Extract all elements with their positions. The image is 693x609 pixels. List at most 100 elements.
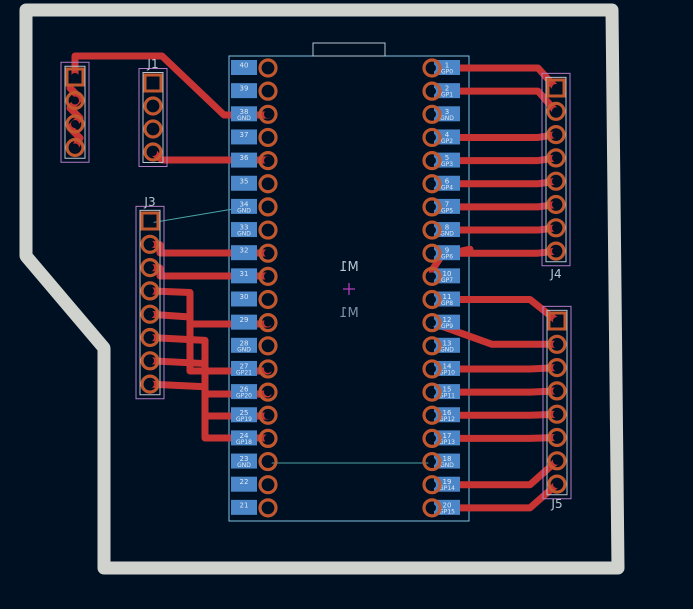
left-pad-label-bg bbox=[231, 106, 257, 122]
right-pad-name: GP4 bbox=[441, 184, 453, 191]
connector-ref: J3 bbox=[143, 195, 155, 209]
module-pad-right-hole bbox=[428, 226, 436, 235]
module-pad-right-hole bbox=[428, 156, 436, 165]
module-pad-left bbox=[258, 475, 278, 495]
module-pad-right bbox=[422, 58, 442, 78]
connector-pad-hole bbox=[71, 73, 79, 81]
copper-trace bbox=[428, 319, 561, 348]
connector-pad bbox=[546, 194, 566, 215]
right-pad-name: GND bbox=[440, 115, 454, 122]
connector-pad bbox=[65, 90, 85, 111]
connector-pad-hole bbox=[149, 148, 157, 156]
connector-pad-hole bbox=[552, 130, 560, 139]
module-pad-right bbox=[422, 81, 442, 101]
right-pad-number: 17 bbox=[443, 432, 452, 440]
copper-trace bbox=[428, 131, 560, 141]
connector-pad-square bbox=[143, 73, 163, 93]
left-pad-number: 23 bbox=[240, 455, 249, 463]
module-pad-right bbox=[422, 428, 442, 448]
connector-ref: J1 bbox=[146, 57, 158, 71]
connector-pad-hole bbox=[149, 102, 157, 110]
module-pad-right-hole bbox=[428, 388, 436, 397]
module-pad-right bbox=[422, 174, 442, 194]
module-pad-left-hole bbox=[264, 156, 272, 165]
connector-courtyard bbox=[135, 205, 165, 400]
right-pad-number: 6 bbox=[445, 177, 450, 185]
module-pad-right-hole bbox=[428, 318, 436, 327]
module-pad-right bbox=[422, 266, 442, 286]
connector-ref: J4 bbox=[549, 267, 561, 281]
connector-pad-hole bbox=[553, 386, 561, 395]
left-pad-label-bg bbox=[231, 291, 257, 307]
connector-pad-hole bbox=[552, 84, 560, 92]
connector-pad-hole bbox=[149, 79, 157, 87]
module-pad-left-hole bbox=[264, 318, 272, 327]
module-pad-left-hole bbox=[264, 179, 272, 188]
module-pad-left-hole bbox=[264, 226, 272, 235]
connector-pad-hole bbox=[71, 143, 79, 152]
connector-pad bbox=[140, 351, 160, 371]
module-pad-left-hole bbox=[264, 272, 272, 281]
connector-pad bbox=[546, 101, 566, 121]
left-pad-number: 30 bbox=[240, 293, 249, 301]
right-pad-name: GP2 bbox=[441, 138, 453, 145]
module-pad-right-hole bbox=[428, 457, 436, 466]
usb-connector-outline bbox=[312, 42, 386, 57]
copper-trace bbox=[428, 201, 560, 211]
module-pad-left bbox=[258, 127, 278, 148]
module-ref-mirror: M1 bbox=[339, 306, 359, 321]
right-pad-name: GP12 bbox=[439, 416, 455, 423]
module-pad-right-hole bbox=[428, 295, 436, 304]
right-pad-name: GND bbox=[440, 462, 454, 469]
right-pad-name: GP14 bbox=[439, 485, 455, 492]
connector-courtyard bbox=[541, 72, 571, 267]
left-pad-name: GND bbox=[237, 462, 251, 469]
module-pad-left bbox=[258, 359, 278, 379]
left-pad-label-bg bbox=[231, 407, 257, 423]
module-pad-right-hole bbox=[428, 133, 436, 142]
copper-trace bbox=[428, 177, 560, 188]
module-pad-right bbox=[422, 359, 442, 379]
connector-pad-square bbox=[140, 211, 160, 231]
module-pad-left bbox=[258, 266, 278, 286]
connector-pad bbox=[143, 142, 163, 162]
module-pad-left-hole bbox=[264, 133, 272, 142]
left-pad-label-bg bbox=[231, 83, 257, 99]
left-pad-label-bg bbox=[231, 268, 257, 284]
connector-pad-hole bbox=[146, 356, 154, 365]
left-pad-label-bg bbox=[231, 499, 257, 515]
right-pad-name: GP7 bbox=[441, 277, 453, 284]
left-pad-label-bg bbox=[231, 152, 257, 168]
connector-pad bbox=[547, 474, 567, 494]
module-pad-left-hole bbox=[264, 202, 272, 211]
connector-courtyard bbox=[138, 68, 168, 167]
module-pad-right bbox=[422, 336, 442, 356]
right-pad-number: 20 bbox=[443, 501, 452, 509]
connector-pad-hole bbox=[552, 200, 560, 209]
left-pad-label-bg bbox=[231, 314, 257, 330]
left-pad-label-bg bbox=[231, 453, 257, 469]
right-pad-number: 15 bbox=[443, 386, 452, 394]
connector-pad bbox=[140, 327, 160, 348]
right-pad-name: GP15 bbox=[439, 508, 455, 515]
connector-pad-hole bbox=[553, 317, 561, 325]
connector-pad bbox=[140, 304, 160, 324]
left-pad-number: 38 bbox=[240, 108, 249, 116]
left-pad-label-bg bbox=[231, 175, 257, 191]
connector-pad-hole bbox=[552, 177, 560, 186]
right-pad-name: GP0 bbox=[441, 69, 453, 76]
connector-pad bbox=[547, 358, 567, 378]
module-pad-left-hole bbox=[264, 434, 272, 443]
module-pad-right-hole bbox=[428, 64, 436, 72]
right-pad-number: 11 bbox=[443, 293, 452, 301]
left-pad-number: 22 bbox=[240, 478, 249, 486]
connector-pad-hole bbox=[553, 340, 561, 349]
left-pad-name: GND bbox=[237, 231, 251, 238]
module-pad-right bbox=[422, 243, 442, 263]
connector-pad-hole bbox=[146, 333, 154, 342]
left-pad-number: 32 bbox=[240, 247, 249, 255]
connector-silkscreen bbox=[546, 309, 568, 496]
module-pad-right-hole bbox=[428, 272, 436, 281]
copper-trace bbox=[428, 480, 561, 512]
module-pad-left bbox=[258, 405, 278, 425]
